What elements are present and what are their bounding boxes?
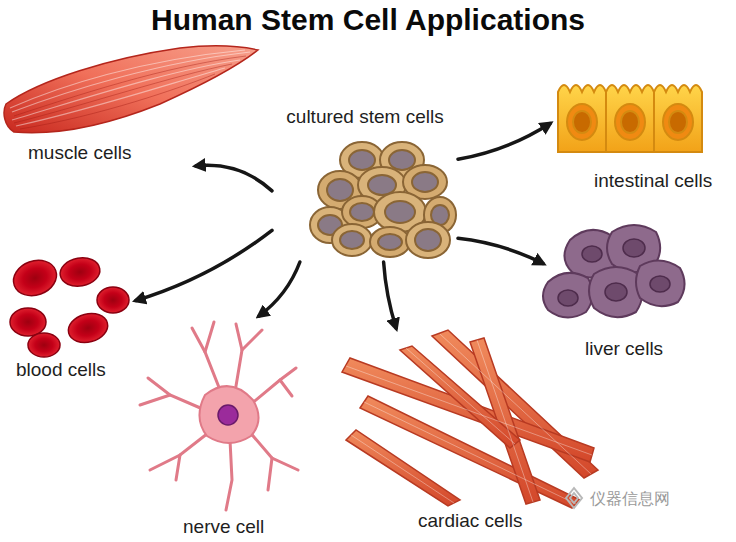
liver-illustration bbox=[543, 225, 685, 318]
watermark: 仪器信息网 bbox=[590, 489, 670, 510]
cell-type-node: blood cells bbox=[6, 255, 136, 385]
cardiac-illustration bbox=[342, 330, 598, 508]
differentiation-arrow bbox=[136, 230, 272, 300]
nerve-illustration bbox=[140, 322, 298, 510]
cell-type-node: cultured stem cells bbox=[272, 104, 458, 262]
cell-label: nerve cell bbox=[183, 516, 264, 538]
cell-type-node: nerve cell bbox=[130, 316, 302, 539]
watermark-icon bbox=[566, 488, 582, 508]
muscle-illustration bbox=[4, 46, 258, 133]
cell-label: muscle cells bbox=[28, 142, 131, 164]
cell-type-node: muscle cells bbox=[4, 40, 260, 166]
cell-label: blood cells bbox=[16, 359, 106, 381]
diagram-title: Human Stem Cell Applications bbox=[0, 3, 736, 37]
cell-label: cultured stem cells bbox=[286, 106, 443, 128]
cell-type-node: cardiac cells bbox=[338, 328, 602, 536]
cell-type-node: intestinal cells bbox=[550, 65, 732, 195]
cell-type-node: liver cells bbox=[543, 220, 703, 365]
cell-label: liver cells bbox=[585, 338, 663, 360]
differentiation-arrow bbox=[458, 238, 543, 263]
cell-label: cardiac cells bbox=[418, 510, 523, 532]
stem-cell-cluster bbox=[310, 142, 456, 258]
differentiation-arrow bbox=[196, 165, 272, 191]
intestinal-illustration bbox=[558, 85, 702, 152]
blood-illustration bbox=[9, 255, 129, 357]
differentiation-arrow bbox=[384, 262, 396, 328]
differentiation-arrow bbox=[458, 124, 550, 160]
differentiation-arrow bbox=[259, 262, 300, 316]
cell-label: intestinal cells bbox=[594, 170, 712, 192]
